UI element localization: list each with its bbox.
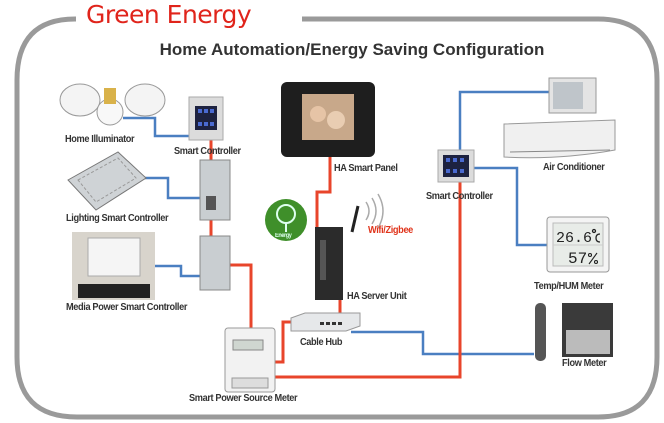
- page-title: Home Automation/Energy Saving Configurat…: [159, 40, 545, 59]
- wifi-icon: [365, 193, 384, 229]
- label-cable-hub: Cable Hub: [300, 337, 343, 348]
- switch-box-2: [199, 235, 231, 291]
- smart-controller-right-device: [437, 149, 475, 183]
- line-switch-meter: [230, 263, 253, 328]
- flow-probe-device: [535, 303, 546, 361]
- label-ha-panel: HA Smart Panel: [334, 163, 398, 174]
- line-hub-meter: [275, 320, 291, 364]
- label-energy-badge: Energy: [275, 233, 292, 239]
- hum-reading: 57: [568, 250, 587, 268]
- line-media: [155, 264, 200, 278]
- energy-badge: [265, 199, 307, 241]
- label-flow-meter: Flow Meter: [562, 358, 607, 369]
- percent-unit-icon: [587, 252, 599, 265]
- ha-smart-panel-device: [281, 82, 375, 157]
- label-power-meter: Smart Power Source Meter: [189, 393, 298, 404]
- label-temp-hum-meter: Temp/HUM Meter: [534, 281, 604, 292]
- smart-controller-left-device: [188, 96, 224, 141]
- switch-box-1: [199, 159, 231, 221]
- label-home-illuminator: Home Illuminator: [65, 134, 135, 145]
- line-lighting: [140, 176, 200, 200]
- label-lighting-controller: Lighting Smart Controller: [66, 213, 169, 224]
- celsius-unit-icon: [591, 228, 601, 243]
- label-wireless: Wifi/Zigbee: [368, 225, 413, 236]
- frame: [14, 16, 660, 420]
- switch-box-1-breaker: [206, 196, 216, 210]
- ac-outdoor-unit: [548, 77, 597, 114]
- power-meter-device: [224, 327, 276, 393]
- label-ha-server: HA Server Unit: [347, 291, 407, 302]
- label-smart-controller-right: Smart Controller: [426, 191, 493, 202]
- data-lines: [123, 90, 549, 356]
- line-panel-server: [315, 157, 332, 227]
- cable-hub-device: [290, 312, 361, 332]
- label-media-controller: Media Power Smart Controller: [66, 302, 188, 313]
- line-flow: [351, 330, 534, 356]
- line-temp: [474, 166, 547, 247]
- brand-title: Green Energy: [86, 0, 252, 29]
- ac-indoor-unit: [503, 119, 616, 159]
- line-ac: [458, 90, 549, 157]
- line-illuminator: [123, 116, 189, 138]
- label-smart-controller-left: Smart Controller: [174, 146, 241, 157]
- sink-image: [562, 303, 613, 357]
- label-air-conditioner: Air Conditioner: [543, 162, 605, 173]
- line-meter-controller: [275, 182, 462, 379]
- home-illuminator-image: [59, 83, 166, 126]
- temp-reading: 26.6: [556, 230, 592, 247]
- power-lines: [209, 140, 462, 379]
- ha-server-device: [315, 227, 343, 300]
- antenna: [350, 205, 360, 233]
- media-screen-image: [72, 232, 155, 300]
- lighting-panel-image: [67, 151, 147, 211]
